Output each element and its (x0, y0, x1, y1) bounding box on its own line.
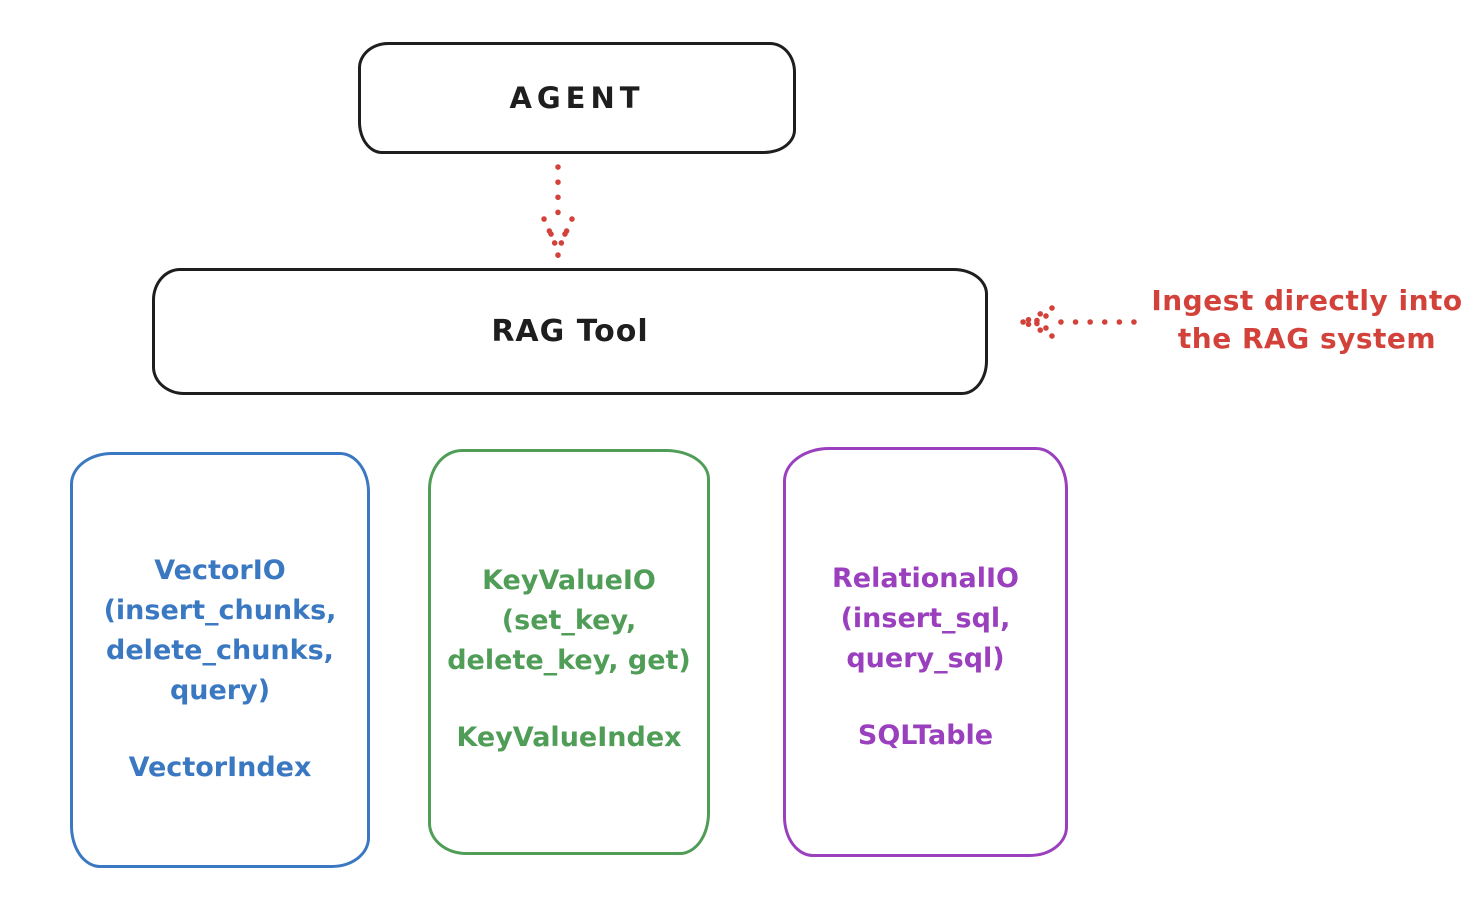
relational-io-methods-line: query_sql) (846, 643, 1005, 674)
agent-box: AGENT (358, 42, 796, 154)
relational-io-methods-line: (insert_sql, (840, 603, 1011, 634)
vector-io-box: VectorIO (insert_chunks, delete_chunks, … (70, 452, 370, 868)
keyvalue-io-title: KeyValueIO (482, 565, 656, 596)
ingest-annotation: Ingest directly into the RAG system (1130, 282, 1484, 358)
keyvalue-index-label: KeyValueIndex (456, 722, 682, 753)
arrow-annotation-to-rag-icon (1016, 300, 1140, 346)
keyvalue-io-box: KeyValueIO (set_key, delete_key, get) Ke… (428, 449, 710, 855)
vector-io-methods-line: (insert_chunks, (103, 595, 337, 626)
relational-io-title: RelationalIO (832, 563, 1019, 594)
keyvalue-io-methods-line: (set_key, (501, 605, 637, 636)
vector-io-title: VectorIO (154, 555, 286, 586)
relational-io-box: RelationalIO (insert_sql, query_sql) SQL… (783, 447, 1068, 857)
vector-io-methods-line: query) (169, 675, 271, 706)
arrow-agent-to-rag-icon (535, 160, 581, 262)
vector-io-methods-line: delete_chunks, (106, 635, 334, 666)
vector-index-label: VectorIndex (128, 752, 312, 783)
keyvalue-io-methods-line: delete_key, get) (447, 645, 691, 676)
ingest-annotation-line2: the RAG system (1177, 322, 1437, 355)
sql-table-label: SQLTable (857, 720, 994, 751)
agent-label: AGENT (509, 81, 645, 115)
ingest-annotation-line1: Ingest directly into (1151, 284, 1463, 317)
rag-tool-box: RAG Tool (152, 268, 988, 395)
rag-tool-label: RAG Tool (491, 314, 649, 349)
